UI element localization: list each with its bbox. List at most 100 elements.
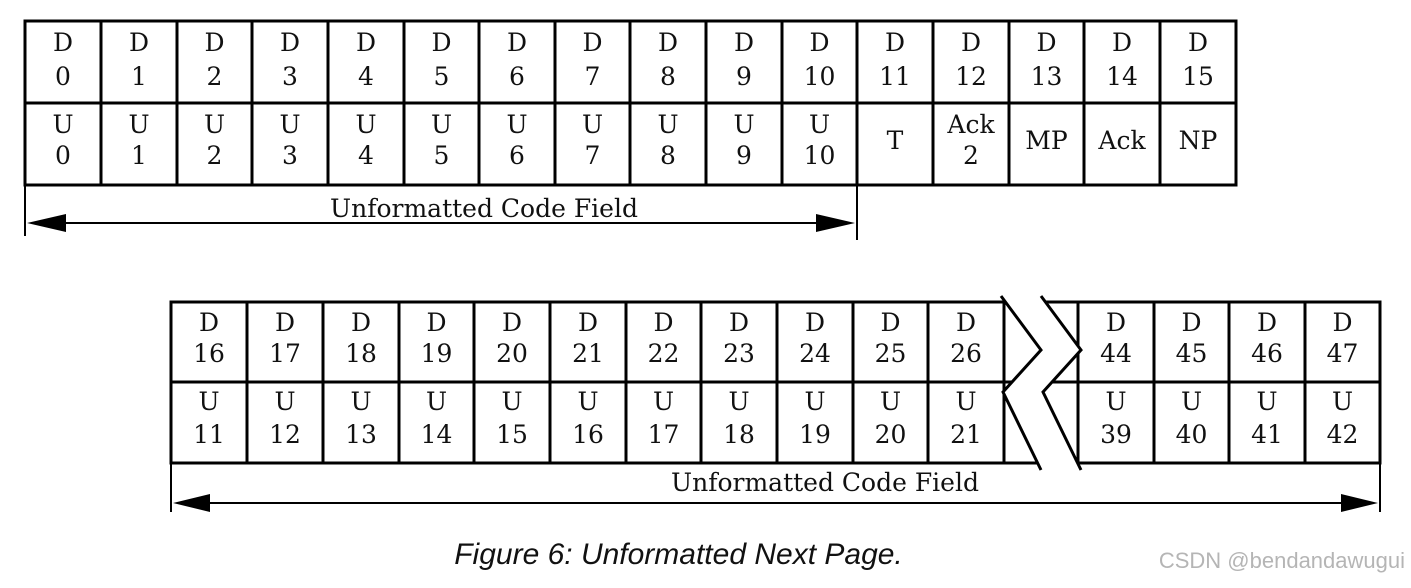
top-d-cell-letter: D — [961, 28, 981, 57]
bottom-d-cell-letter: D — [502, 308, 522, 337]
bottom-d-cell-index: 46 — [1251, 339, 1283, 368]
bottom-d-cell-letter: D — [578, 308, 598, 337]
top-d-cell-letter: D — [582, 28, 602, 57]
top-u-cell-index: 1 — [131, 141, 147, 170]
top-d-cell-index: 2 — [207, 62, 223, 91]
bottom-u-cell-index: 15 — [496, 420, 528, 449]
top-d-cell-index: 7 — [585, 62, 601, 91]
bottom-u-cell-index: 21 — [950, 420, 982, 449]
bottom-d-cell-letter: D — [199, 308, 219, 337]
bottom-table — [169, 300, 1382, 465]
bottom-u-cell-letter: U — [426, 387, 447, 416]
bottom-d-cell-letter: D — [1257, 308, 1277, 337]
bottom-d-cell-letter: D — [1181, 308, 1201, 337]
top-u-cell-letter: U — [52, 110, 73, 139]
top-d-cell-letter: D — [53, 28, 73, 57]
bottom-u-cell-index: 18 — [723, 420, 755, 449]
bottom-span-arrow — [170, 463, 1381, 512]
figure-caption: Figure 6: Unformatted Next Page. — [454, 538, 903, 571]
top-d-cell-index: 1 — [131, 62, 147, 91]
bottom-d-cell-letter: D — [351, 308, 371, 337]
bottom-d-cell-letter: D — [275, 308, 295, 337]
top-u-cell-index: 2 — [963, 141, 979, 170]
top-u-cell-letter: U — [355, 110, 376, 139]
bottom-u-cell-letter: U — [880, 387, 901, 416]
top-d-cell-letter: D — [356, 28, 376, 57]
bottom-d-cell-index: 21 — [572, 339, 604, 368]
bottom-u-cell-index: 20 — [875, 420, 907, 449]
bottom-d-cell-index: 23 — [723, 339, 755, 368]
top-u-cell-label: Ack — [1097, 126, 1146, 155]
top-u-cell-letter: U — [657, 110, 678, 139]
bottom-u-cell-letter: U — [1181, 387, 1202, 416]
bottom-u-cell-letter: U — [1332, 387, 1353, 416]
top-u-cell-letter: U — [506, 110, 527, 139]
top-d-cell-letter: D — [734, 28, 754, 57]
bottom-u-cell-letter: U — [653, 387, 674, 416]
top-table — [23, 19, 1238, 187]
bottom-u-cell-letter: U — [955, 387, 976, 416]
top-d-cell-letter: D — [431, 28, 451, 57]
top-u-cell-letter: U — [733, 110, 754, 139]
bottom-d-cell-index: 24 — [799, 339, 831, 368]
bottom-u-cell-index: 19 — [799, 420, 831, 449]
bottom-d-cell-index: 17 — [269, 339, 301, 368]
bottom-d-cell-letter: D — [805, 308, 825, 337]
top-d-cell-letter: D — [507, 28, 527, 57]
top-d-cell-letter: D — [1112, 28, 1132, 57]
bottom-u-cell-letter: U — [501, 387, 522, 416]
bottom-d-cell-index: 45 — [1176, 339, 1208, 368]
bottom-row-d-bits: D16D17D18D19D20D21D22D23D24D25D26D44D45D… — [193, 308, 1358, 368]
bottom-d-cell-index: 25 — [875, 339, 907, 368]
top-d-cell-index: 8 — [660, 62, 676, 91]
bottom-d-cell-index: 16 — [193, 339, 225, 368]
bottom-u-cell-index: 39 — [1100, 420, 1132, 449]
watermark: CSDN @bendandawugui — [1158, 548, 1405, 573]
top-u-cell-index: 2 — [207, 141, 223, 170]
top-u-cell-letter: U — [431, 110, 452, 139]
top-d-cell-letter: D — [129, 28, 149, 57]
bottom-d-cell-letter: D — [729, 308, 749, 337]
top-u-cell-index: 6 — [509, 141, 525, 170]
top-u-cell-letter: U — [279, 110, 300, 139]
top-d-cell-index: 0 — [55, 62, 71, 91]
bottom-d-cell-letter: D — [653, 308, 673, 337]
top-d-cell-letter: D — [280, 28, 300, 57]
bottom-d-cell-index: 20 — [496, 339, 528, 368]
top-u-cell-label: T — [887, 126, 904, 155]
bottom-u-cell-index: 41 — [1251, 420, 1283, 449]
bottom-d-cell-index: 44 — [1100, 339, 1132, 368]
top-d-cell-letter: D — [885, 28, 905, 57]
top-d-cell-letter: D — [1036, 28, 1056, 57]
bottom-d-cell-index: 22 — [648, 339, 680, 368]
top-d-cell-index: 15 — [1182, 62, 1214, 91]
bottom-d-cell-index: 47 — [1327, 339, 1359, 368]
top-d-cell-index: 4 — [358, 62, 374, 91]
top-d-cell-index: 12 — [955, 62, 987, 91]
bottom-u-cell-letter: U — [198, 387, 219, 416]
bottom-u-cell-letter: U — [1105, 387, 1126, 416]
top-u-cell-letter: U — [204, 110, 225, 139]
top-d-cell-letter: D — [658, 28, 678, 57]
bottom-d-cell-letter: D — [1332, 308, 1352, 337]
top-d-cell-index: 10 — [804, 62, 836, 91]
top-d-cell-letter: D — [809, 28, 829, 57]
top-d-cell-index: 3 — [282, 62, 298, 91]
top-d-cell-letter: D — [1188, 28, 1208, 57]
top-u-cell-letter: U — [582, 110, 603, 139]
bottom-u-cell-letter: U — [728, 387, 749, 416]
bottom-row-u-bits: U11U12U13U14U15U16U17U18U19U20U21U39U40U… — [193, 387, 1358, 449]
bottom-u-cell-index: 17 — [648, 420, 680, 449]
top-u-cell-index: 0 — [55, 141, 71, 170]
top-u-cell-letter: Ack — [946, 110, 995, 139]
top-u-cell-letter: U — [809, 110, 830, 139]
table-break-line-left — [999, 295, 1043, 471]
top-u-cell-index: 3 — [282, 141, 298, 170]
bottom-d-cell-index: 26 — [950, 339, 982, 368]
top-d-cell-index: 9 — [736, 62, 752, 91]
top-u-cell-label: NP — [1179, 126, 1218, 155]
top-d-cell-index: 13 — [1031, 62, 1063, 91]
bottom-u-cell-letter: U — [274, 387, 295, 416]
